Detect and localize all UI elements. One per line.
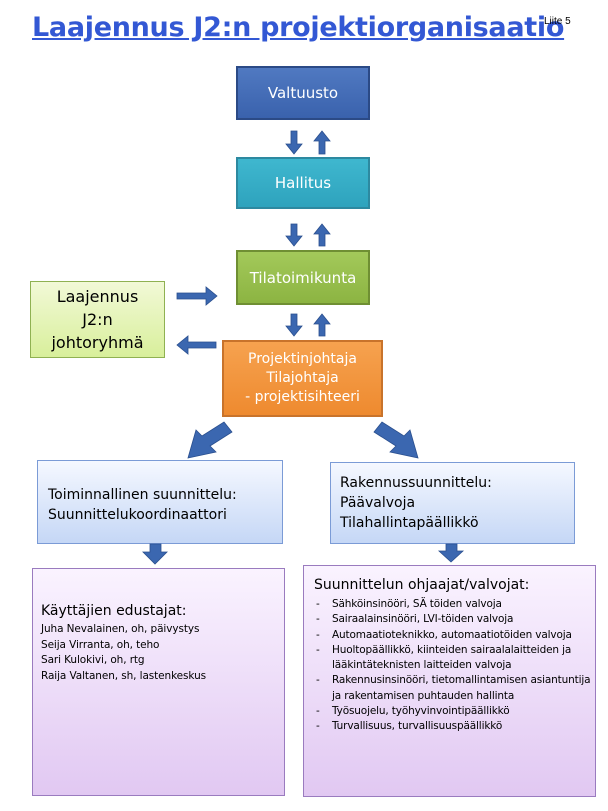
user-representatives-list: Juha Nevalainen, oh, päivystys Seija Vir… bbox=[41, 622, 284, 684]
arrow-up-icon bbox=[313, 130, 331, 155]
projektinjohtaja-line-3: - projektisihteeri bbox=[245, 389, 360, 405]
hallitus-label: Hallitus bbox=[274, 174, 332, 192]
johtoryhma-line-3: johtoryhmä bbox=[51, 333, 144, 352]
arrow-down-icon bbox=[285, 313, 303, 337]
projektinjohtaja-line-1: Projektinjohtaja bbox=[248, 351, 357, 367]
rakennus-line-2: Päävalvoja bbox=[340, 495, 416, 511]
list-item: Työsuojelu, työhyvinvointipäällikkö bbox=[314, 704, 595, 720]
supervisors-list: Sähköinsinööri, SÄ töiden valvoja Sairaa… bbox=[314, 597, 595, 735]
valtuusto-box: Valtuusto bbox=[236, 66, 370, 120]
page-title: Laajennus J2:n projektiorganisaatio bbox=[32, 12, 565, 43]
valtuusto-label: Valtuusto bbox=[267, 84, 339, 102]
user-representatives-box: Käyttäjien edustajat: Juha Nevalainen, o… bbox=[32, 568, 285, 796]
supervisors-heading: Suunnittelun ohjaajat/valvojat: bbox=[314, 577, 530, 593]
projektinjohtaja-line-2: Tilajohtaja bbox=[266, 370, 339, 386]
supervisors-box: Suunnittelun ohjaajat/valvojat: Sähköins… bbox=[303, 565, 596, 797]
arrow-down-icon bbox=[285, 223, 303, 247]
list-item: Raija Valtanen, sh, lastenkeskus bbox=[41, 669, 206, 682]
tilatoimikunta-label: Tilatoimikunta bbox=[249, 268, 357, 287]
tilatoimikunta-box: Tilatoimikunta bbox=[236, 250, 370, 305]
list-item: Sari Kulokivi, oh, rtg bbox=[41, 654, 145, 667]
rakennus-line-1: Rakennussuunnittelu: bbox=[340, 475, 492, 491]
arrow-left-icon bbox=[176, 335, 217, 355]
list-item: Sähköinsinööri, SÄ töiden valvoja bbox=[314, 597, 595, 613]
toiminnallinen-line-2: Suunnittelukoordinaattori bbox=[48, 507, 227, 523]
attachment-label: Liite 5 bbox=[544, 16, 571, 27]
toiminnallinen-suunnittelu-box: Toiminnallinen suunnittelu: Suunnitteluk… bbox=[37, 460, 283, 544]
arrow-down-left-icon bbox=[187, 421, 233, 459]
rakennus-line-3: Tilahallintapäällikkö bbox=[340, 515, 479, 531]
johtoryhma-line-1: Laajennus bbox=[56, 287, 139, 306]
list-item: Automaatioteknikko, automaatiotöiden val… bbox=[314, 628, 595, 644]
arrow-down-icon bbox=[285, 130, 303, 155]
toiminnallinen-line-1: Toiminnallinen suunnittelu: bbox=[48, 487, 237, 503]
rakennussuunnittelu-box: Rakennussuunnittelu: Päävalvoja Tilahall… bbox=[330, 462, 575, 544]
arrow-down-icon bbox=[437, 543, 465, 563]
arrow-right-icon bbox=[176, 286, 218, 306]
johtoryhma-box: Laajennus J2:n johtoryhmä bbox=[30, 281, 165, 358]
list-item: Turvallisuus, turvallisuuspäällikkö bbox=[314, 719, 595, 735]
arrow-down-right-icon bbox=[373, 421, 419, 459]
list-item: Seija Virranta, oh, teho bbox=[41, 638, 160, 651]
arrow-down-icon bbox=[142, 543, 168, 565]
user-representatives-heading: Käyttäjien edustajat: bbox=[41, 603, 187, 619]
list-item: Rakennusinsinööri, tietomallintamisen as… bbox=[314, 673, 595, 704]
projektinjohtaja-box: Projektinjohtaja Tilajohtaja - projektis… bbox=[222, 340, 383, 417]
list-item: Huoltopäällikkö, kiinteiden sairaalalait… bbox=[314, 643, 595, 674]
list-item: Sairaalainsinööri, LVI-töiden valvoja bbox=[314, 612, 595, 628]
list-item: Juha Nevalainen, oh, päivystys bbox=[41, 623, 200, 635]
arrow-up-icon bbox=[313, 223, 331, 247]
johtoryhma-line-2: J2:n bbox=[82, 310, 113, 329]
hallitus-box: Hallitus bbox=[236, 157, 370, 209]
arrow-up-icon bbox=[313, 313, 331, 337]
